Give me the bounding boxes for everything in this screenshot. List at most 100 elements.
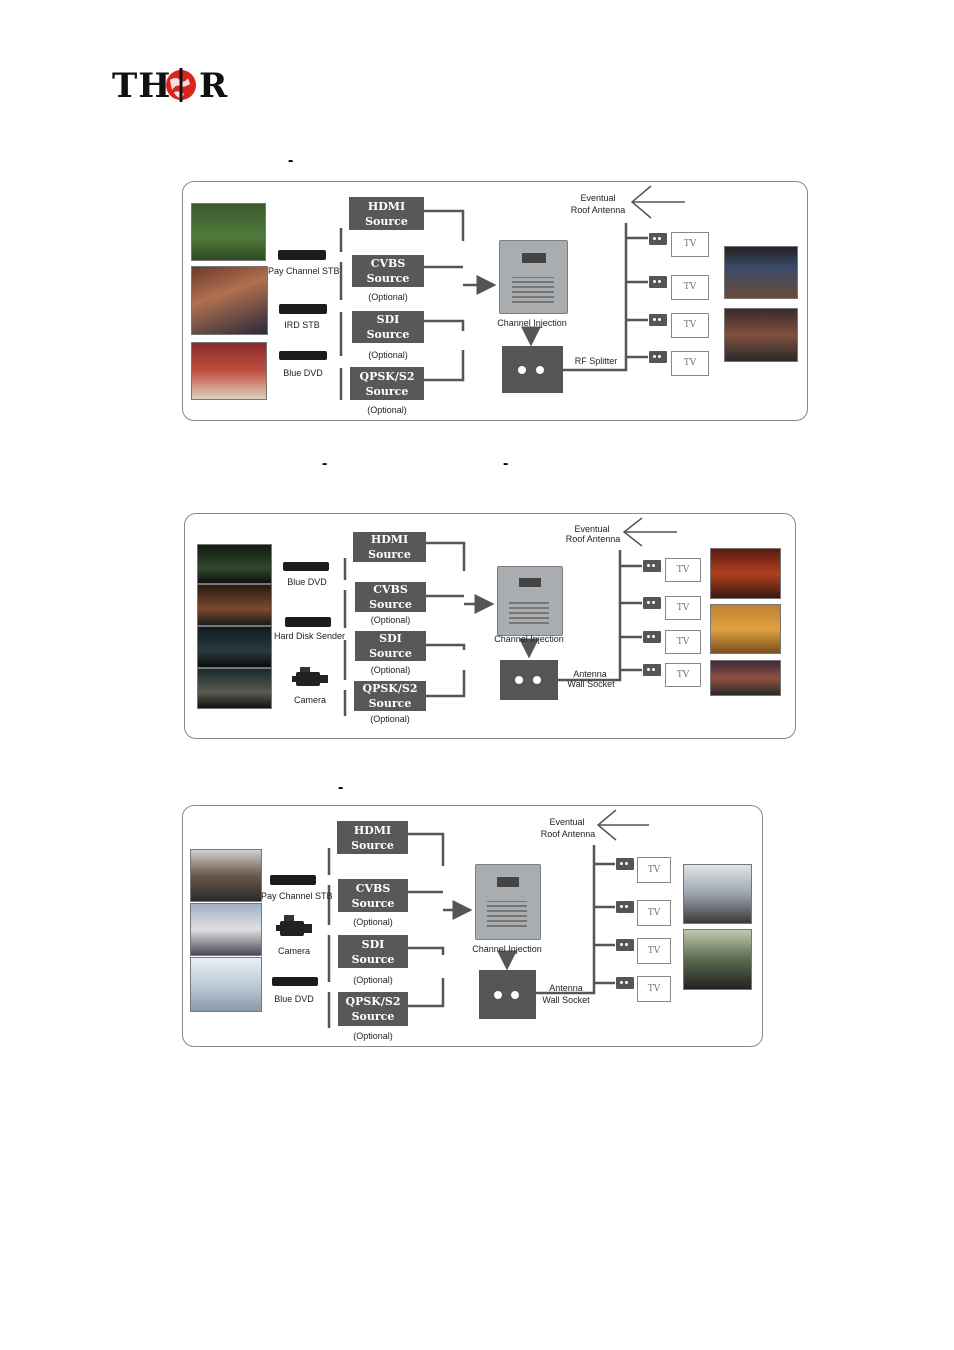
diagram-panel-2	[184, 513, 796, 739]
device-label: Camera	[293, 695, 326, 705]
dvd-player-icon	[283, 562, 329, 571]
antenna-label-line2: Roof Antenna	[540, 829, 596, 839]
device-vent	[509, 600, 549, 624]
dvd-player-icon	[279, 351, 327, 360]
heading-dash: -	[288, 152, 294, 169]
logo-text-left: TH	[112, 66, 172, 106]
antenna-label-line1: Eventual	[549, 817, 585, 827]
tv-box: TV	[665, 630, 701, 654]
tv-box: TV	[637, 857, 671, 883]
source-line1: QPSK/S2	[359, 369, 415, 383]
wall-socket-icon	[649, 233, 667, 245]
source-line2: Source	[351, 838, 394, 852]
tv-box: TV	[671, 232, 709, 257]
photo-meeting	[190, 849, 262, 902]
device-vent	[487, 901, 527, 927]
source-line2: Source	[365, 214, 408, 228]
wall-socket-box	[479, 970, 536, 1019]
photo-video-conference	[190, 903, 262, 956]
stb-icon	[270, 875, 316, 885]
photo-conference-room	[683, 864, 752, 924]
photo-movie-still	[197, 626, 272, 668]
wall-socket-icon	[643, 597, 661, 609]
optional-label: (Optional)	[353, 1031, 393, 1041]
source-line2: Source	[351, 1010, 395, 1023]
optional-label: (Optional)	[370, 665, 411, 675]
device-label: Blue DVD	[274, 994, 314, 1004]
injection-label: Channel Injection	[472, 944, 542, 954]
source-line2: Source	[369, 647, 412, 660]
tv-box: TV	[671, 351, 709, 376]
optional-label: (Optional)	[353, 975, 393, 985]
device-label: Blue DVD	[287, 577, 327, 587]
source-line1: HDMI	[370, 533, 409, 546]
wall-socket-icon	[616, 858, 634, 870]
tv-box: TV	[671, 275, 709, 300]
logo-text-right: R	[199, 66, 229, 106]
optional-label: (Optional)	[367, 405, 407, 415]
device-display	[522, 253, 546, 263]
stb-icon	[279, 304, 327, 314]
wall-socket-icon	[649, 314, 667, 326]
socket-label-line1: Antenna	[573, 669, 607, 679]
source-line1: CVBS	[370, 257, 406, 270]
rf-splitter-box	[502, 346, 563, 393]
splitter-label: RF Splitter	[574, 356, 618, 366]
source-line2: Source	[366, 328, 410, 341]
antenna-label-line2: Roof Antenna	[570, 205, 626, 215]
cvbs-source-box: CVBS Source	[352, 255, 424, 287]
wall-socket-icon	[649, 351, 667, 363]
source-line2: Source	[368, 548, 411, 561]
device-label: Pay Channel STB	[268, 266, 340, 276]
socket-label-line2: Wall Socket	[567, 679, 615, 689]
optional-label: (Optional)	[353, 917, 393, 927]
injection-label: Channel Injection	[494, 634, 564, 644]
diagram-panel-3	[182, 805, 763, 1047]
modulator-device	[497, 566, 563, 636]
device-display	[519, 578, 541, 587]
device-vent	[512, 277, 554, 303]
hard-disk-icon	[285, 617, 331, 627]
source-line1: QPSK/S2	[362, 682, 418, 695]
hdmi-source-box: HDMI Source	[353, 532, 426, 562]
photo-restaurant	[724, 308, 798, 362]
modulator-device	[499, 240, 568, 314]
port-icon	[518, 366, 526, 374]
source-line1: CVBS	[355, 881, 391, 895]
wall-socket-icon	[616, 901, 634, 913]
wall-socket-icon	[643, 631, 661, 643]
photo-office-team	[190, 957, 262, 1012]
antenna-label-line2: Roof Antenna	[565, 534, 621, 544]
diagram-panel-1	[182, 181, 808, 421]
device-label: Blue DVD	[283, 368, 323, 378]
photo-basketball	[191, 266, 268, 335]
wall-socket-icon	[649, 276, 667, 288]
device-label: Camera	[277, 946, 310, 956]
source-line2: Source	[369, 598, 412, 611]
source-line1: SDI	[361, 937, 385, 951]
source-line2: Source	[366, 272, 410, 285]
source-line1: HDMI	[367, 199, 406, 213]
antenna-label-line1: Eventual	[580, 193, 616, 203]
injection-label: Channel Injection	[497, 318, 567, 328]
stb-icon	[278, 250, 326, 260]
antenna-label-line1: Eventual	[574, 524, 610, 534]
port-icon	[536, 366, 544, 374]
device-label: Hard Disk Sender	[274, 631, 346, 641]
tv-box: TV	[637, 976, 671, 1002]
optional-label: (Optional)	[370, 714, 410, 724]
wall-socket-icon	[616, 939, 634, 951]
source-line2: Source	[365, 384, 409, 398]
device-label: IRD STB	[284, 320, 320, 330]
modulator-device	[475, 864, 541, 940]
thor-logo: TH R	[112, 66, 232, 106]
source-line1: SDI	[376, 313, 400, 326]
tv-box: TV	[665, 596, 701, 620]
photo-baseball	[191, 342, 267, 400]
socket-label-line1: Antenna	[549, 983, 583, 993]
